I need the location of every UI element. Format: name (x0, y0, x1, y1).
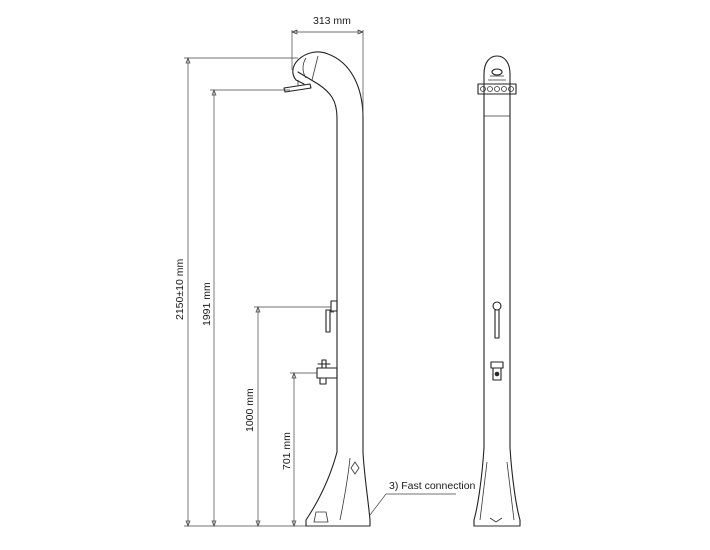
front-tap (490, 361, 504, 381)
front-head (483, 55, 511, 109)
column-outline (336, 117, 364, 453)
dim-width-label: 313 mm (313, 15, 351, 27)
fast-connection-label: 3) Fast connection (389, 480, 476, 492)
fast-connection-callout: 3) Fast connection (369, 480, 476, 516)
front-shower-disc (477, 83, 517, 95)
shower-arm (297, 51, 364, 119)
dim-tap-label: 701 mm (281, 432, 293, 470)
head-cap (292, 59, 305, 85)
dim-mixer-label: 1000 mm (244, 388, 256, 432)
mixer-lever (325, 300, 338, 333)
front-column (483, 107, 511, 449)
shower-head (283, 83, 312, 93)
shower-front-view (473, 55, 521, 527)
foot-tap (316, 359, 338, 385)
front-mixer (492, 301, 502, 339)
dim-shower-head-label: 1991 mm (201, 282, 213, 326)
dim-total-height-label: 2150±10 mm (174, 259, 186, 320)
shower-side-view (283, 51, 371, 527)
dimension-lines (184, 29, 364, 527)
